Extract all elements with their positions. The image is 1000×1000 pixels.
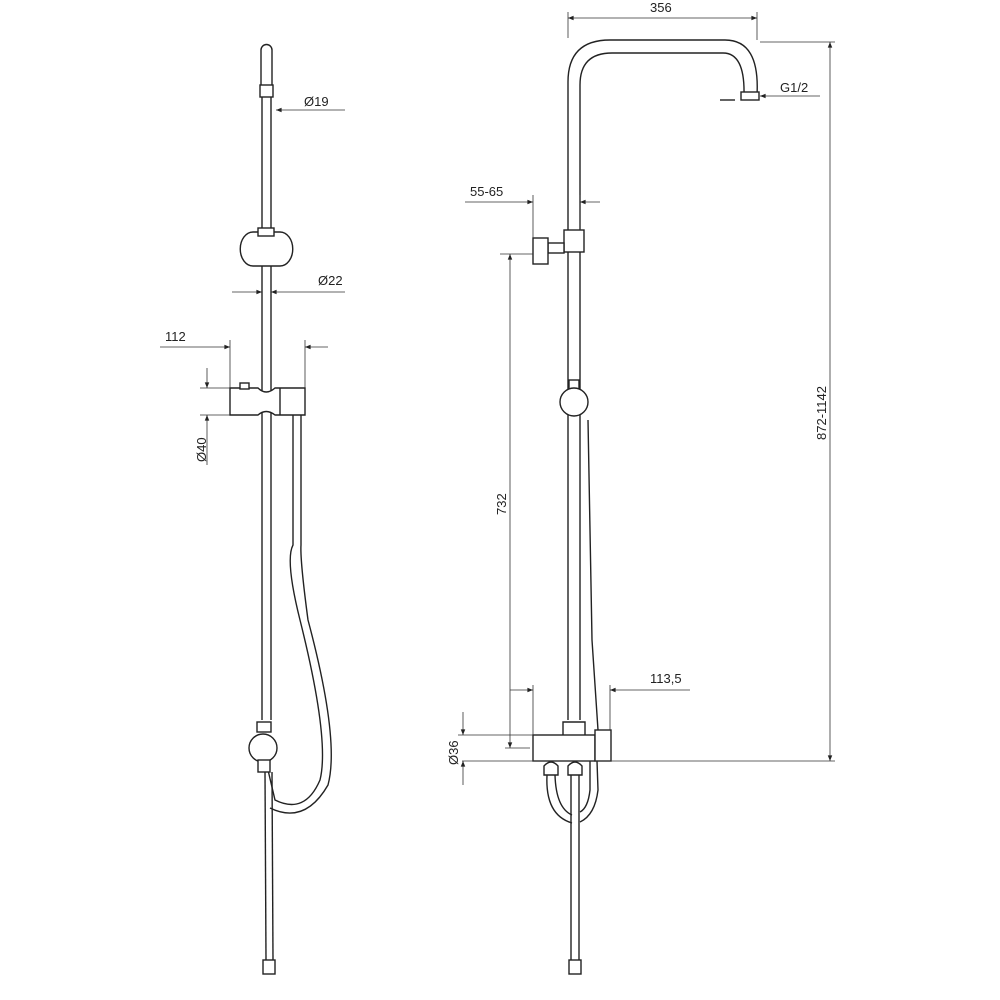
diverter-stem [547, 242, 565, 254]
side-hose [587, 419, 599, 731]
dim-head-thread: G1/2 [780, 80, 808, 95]
dim-rail-top-diameter: Ø19 [304, 94, 329, 109]
rail-ring [259, 84, 274, 98]
hose-inner [269, 415, 332, 814]
thermostatic-mixer [532, 721, 612, 776]
dim-rail-diameter: Ø22 [318, 273, 343, 288]
bracket-cap [257, 227, 275, 237]
diverter-knob [532, 237, 549, 265]
dim-diverter-offset: 55-65 [470, 184, 503, 199]
dim-mixer-width: 113,5 [650, 671, 682, 686]
lower-pipe-right [271, 771, 274, 961]
dim-total-height: 872-1142 [814, 386, 829, 440]
dim-slider-diameter: Ø40 [194, 437, 209, 462]
pipe-end-cap [568, 959, 582, 975]
hose [267, 415, 324, 806]
left-shower-rail-view: Ø19 Ø22 112 Ø40 [160, 43, 345, 975]
dim-slider-width: 112 [165, 329, 186, 344]
dim-diverter-height: 732 [494, 493, 509, 515]
right-shower-column-view: 356 G1/2 872-1142 55-65 732 113,5 Ø36 [446, 0, 835, 975]
diverter-body [563, 229, 585, 253]
column-knob [559, 387, 589, 417]
rail-upper [260, 43, 273, 85]
shower-arm-inner [579, 52, 745, 230]
rail-bracket [239, 231, 294, 267]
shower-arm [567, 39, 758, 230]
lower-pipe-left [264, 771, 267, 961]
hand-shower-holder [248, 721, 278, 773]
head-connector [740, 91, 760, 101]
dim-mixer-diameter: Ø36 [446, 740, 461, 765]
hand-shower-slider [229, 382, 306, 416]
pipe-end-cap [262, 959, 276, 975]
dim-arm-length: 356 [650, 0, 672, 15]
mixer-hose-right [579, 760, 599, 823]
mixer-hose-left [546, 774, 573, 824]
